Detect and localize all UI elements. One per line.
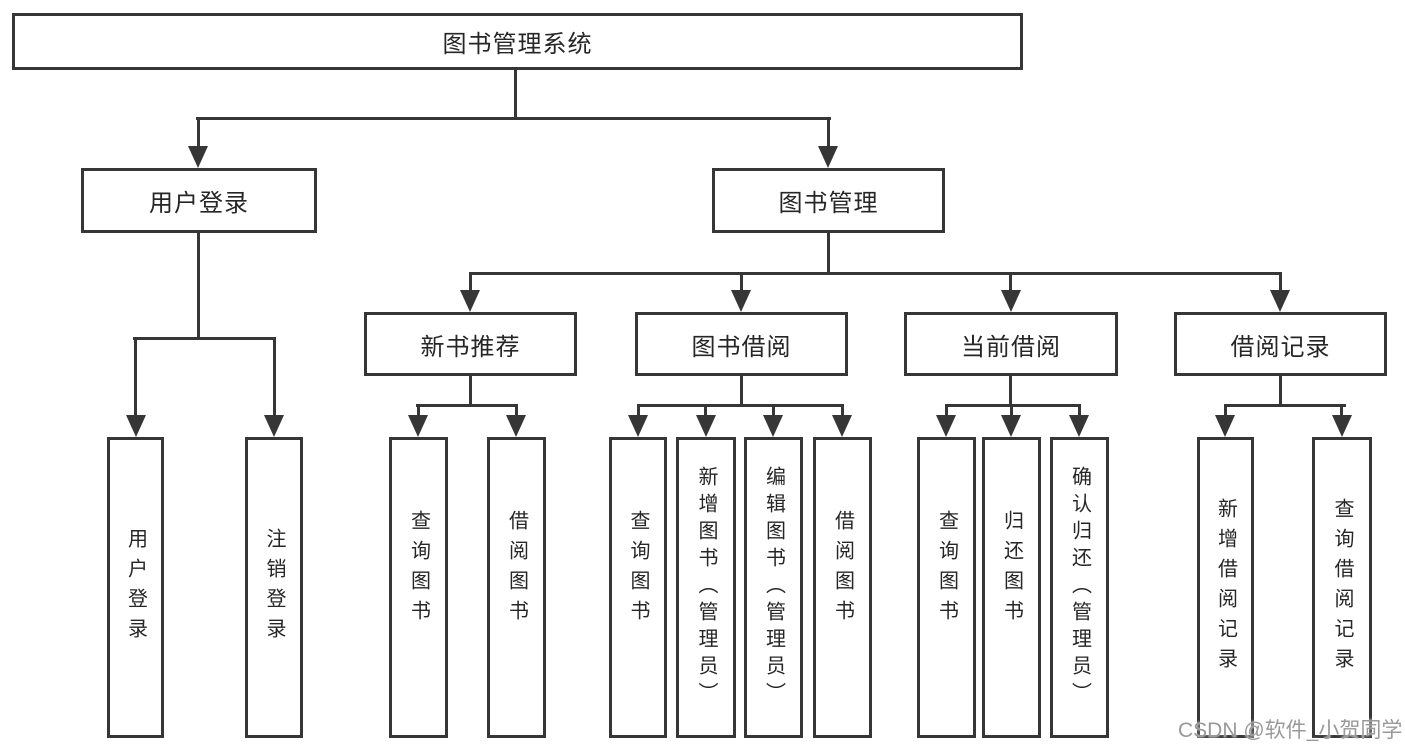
leaf-cb-confirm-return-admin-label: 确认归还（管理员） xyxy=(1068,466,1091,709)
node-book-borrow: 图书借阅 xyxy=(635,312,848,376)
arrowhead-bb-borrow xyxy=(832,415,852,437)
connector-drop-nb-query xyxy=(417,404,420,416)
arrowhead-leaf-user-login xyxy=(126,415,146,437)
connector-drop-cb-query xyxy=(945,404,948,416)
arrowhead-new-book xyxy=(460,290,480,312)
connector-drop-new-book xyxy=(469,272,472,292)
arrowhead-cb-return xyxy=(1001,415,1021,437)
arrowhead-current-borrow xyxy=(1001,290,1021,312)
connector-drop-leaf-logout xyxy=(273,337,276,417)
node-user-login: 用户登录 xyxy=(81,168,317,233)
connector-drop-bb-borrow xyxy=(841,404,844,416)
arrowhead-borrow-records xyxy=(1270,290,1290,312)
connector-drop-cb-return xyxy=(1010,404,1013,416)
connector-drop-br-query xyxy=(1340,404,1343,416)
connector-borrow-records-stem xyxy=(1279,375,1282,407)
leaf-nb-query-books: 查询图书 xyxy=(389,437,448,738)
connector-drop-user-login xyxy=(197,117,200,149)
connector-book-management-stem xyxy=(827,232,830,274)
arrowhead-book-borrow xyxy=(731,290,751,312)
node-book-management: 图书管理 xyxy=(712,168,945,233)
leaf-bb-edit-books-admin-label: 编辑图书（管理员） xyxy=(762,466,785,709)
connector-drop-cb-confirm xyxy=(1078,404,1081,416)
leaf-bb-add-books-admin-label: 新增图书（管理员） xyxy=(695,466,717,709)
connector-drop-book-management xyxy=(827,117,830,149)
arrowhead-nb-query xyxy=(408,415,428,437)
connector-book-borrow-stem xyxy=(740,375,743,407)
leaf-br-add-record: 新增借阅记录 xyxy=(1197,437,1254,738)
connector-drop-current-borrow xyxy=(1009,272,1012,292)
leaf-cb-return-books-label: 归还图书 xyxy=(1000,509,1023,630)
arrowhead-book-management xyxy=(818,146,838,168)
arrowhead-user-login xyxy=(188,146,208,168)
connector-new-book-split xyxy=(416,404,518,407)
connector-level2-split xyxy=(196,117,831,120)
leaf-logout: 注销登录 xyxy=(245,437,303,738)
leaf-bb-borrow-books-label: 借阅图书 xyxy=(831,509,854,630)
leaf-cb-confirm-return-admin: 确认归还（管理员） xyxy=(1050,437,1109,738)
connector-root-stem xyxy=(514,69,517,119)
leaf-user-login: 用户登录 xyxy=(107,437,164,738)
connector-borrow-records-split xyxy=(1224,404,1346,407)
leaf-bb-query-books: 查询图书 xyxy=(609,437,667,738)
leaf-bb-borrow-books: 借阅图书 xyxy=(813,437,872,738)
connector-current-borrow-split xyxy=(945,404,1081,407)
node-current-borrow: 当前借阅 xyxy=(904,312,1118,376)
leaf-cb-query-books-label: 查询图书 xyxy=(935,509,958,630)
leaf-bb-add-books-admin: 新增图书（管理员） xyxy=(676,437,736,738)
connector-drop-borrow-records xyxy=(1279,272,1282,292)
connector-drop-leaf-user-login xyxy=(134,337,137,417)
arrowhead-nb-borrow xyxy=(506,415,526,437)
arrowhead-leaf-logout xyxy=(264,415,284,437)
connector-drop-bb-add xyxy=(704,404,707,416)
leaf-nb-query-books-label: 查询图书 xyxy=(407,509,430,630)
connector-user-login-split xyxy=(133,337,276,340)
arrowhead-bb-query xyxy=(628,415,648,437)
arrowhead-br-query xyxy=(1332,415,1352,437)
csdn-watermark: CSDN @软件_小贺同学 xyxy=(1178,719,1403,742)
arrowhead-cb-confirm xyxy=(1069,415,1089,437)
leaf-bb-edit-books-admin: 编辑图书（管理员） xyxy=(744,437,803,738)
connector-drop-bb-query xyxy=(637,404,640,416)
connector-drop-br-add xyxy=(1224,404,1227,416)
arrowhead-cb-query xyxy=(936,415,956,437)
leaf-br-add-record-label: 新增借阅记录 xyxy=(1214,497,1237,678)
node-new-book-recommend: 新书推荐 xyxy=(364,312,577,376)
node-borrow-records: 借阅记录 xyxy=(1174,312,1387,376)
leaf-cb-query-books: 查询图书 xyxy=(917,437,976,738)
leaf-user-login-label: 用户登录 xyxy=(124,527,147,648)
connector-drop-nb-borrow xyxy=(515,404,518,416)
connector-book-borrow-split xyxy=(637,404,844,407)
leaf-br-query-record: 查询借阅记录 xyxy=(1312,437,1372,738)
arrowhead-bb-add xyxy=(696,415,716,437)
arrowhead-bb-edit xyxy=(763,415,783,437)
connector-user-login-stem xyxy=(197,232,200,339)
leaf-br-query-record-label: 查询借阅记录 xyxy=(1331,497,1353,678)
leaf-bb-query-books-label: 查询图书 xyxy=(627,509,649,630)
connector-drop-book-borrow xyxy=(740,272,743,292)
connector-new-book-stem xyxy=(469,375,472,407)
leaf-nb-borrow-books: 借阅图书 xyxy=(487,437,546,738)
leaf-cb-return-books: 归还图书 xyxy=(982,437,1041,738)
connector-current-borrow-stem xyxy=(1009,375,1012,407)
connector-level3-split xyxy=(469,272,1282,275)
node-library-management-system: 图书管理系统 xyxy=(12,13,1023,70)
leaf-nb-borrow-books-label: 借阅图书 xyxy=(505,509,528,630)
leaf-logout-label: 注销登录 xyxy=(263,527,285,648)
connector-drop-bb-edit xyxy=(772,404,775,416)
arrowhead-br-add xyxy=(1215,415,1235,437)
